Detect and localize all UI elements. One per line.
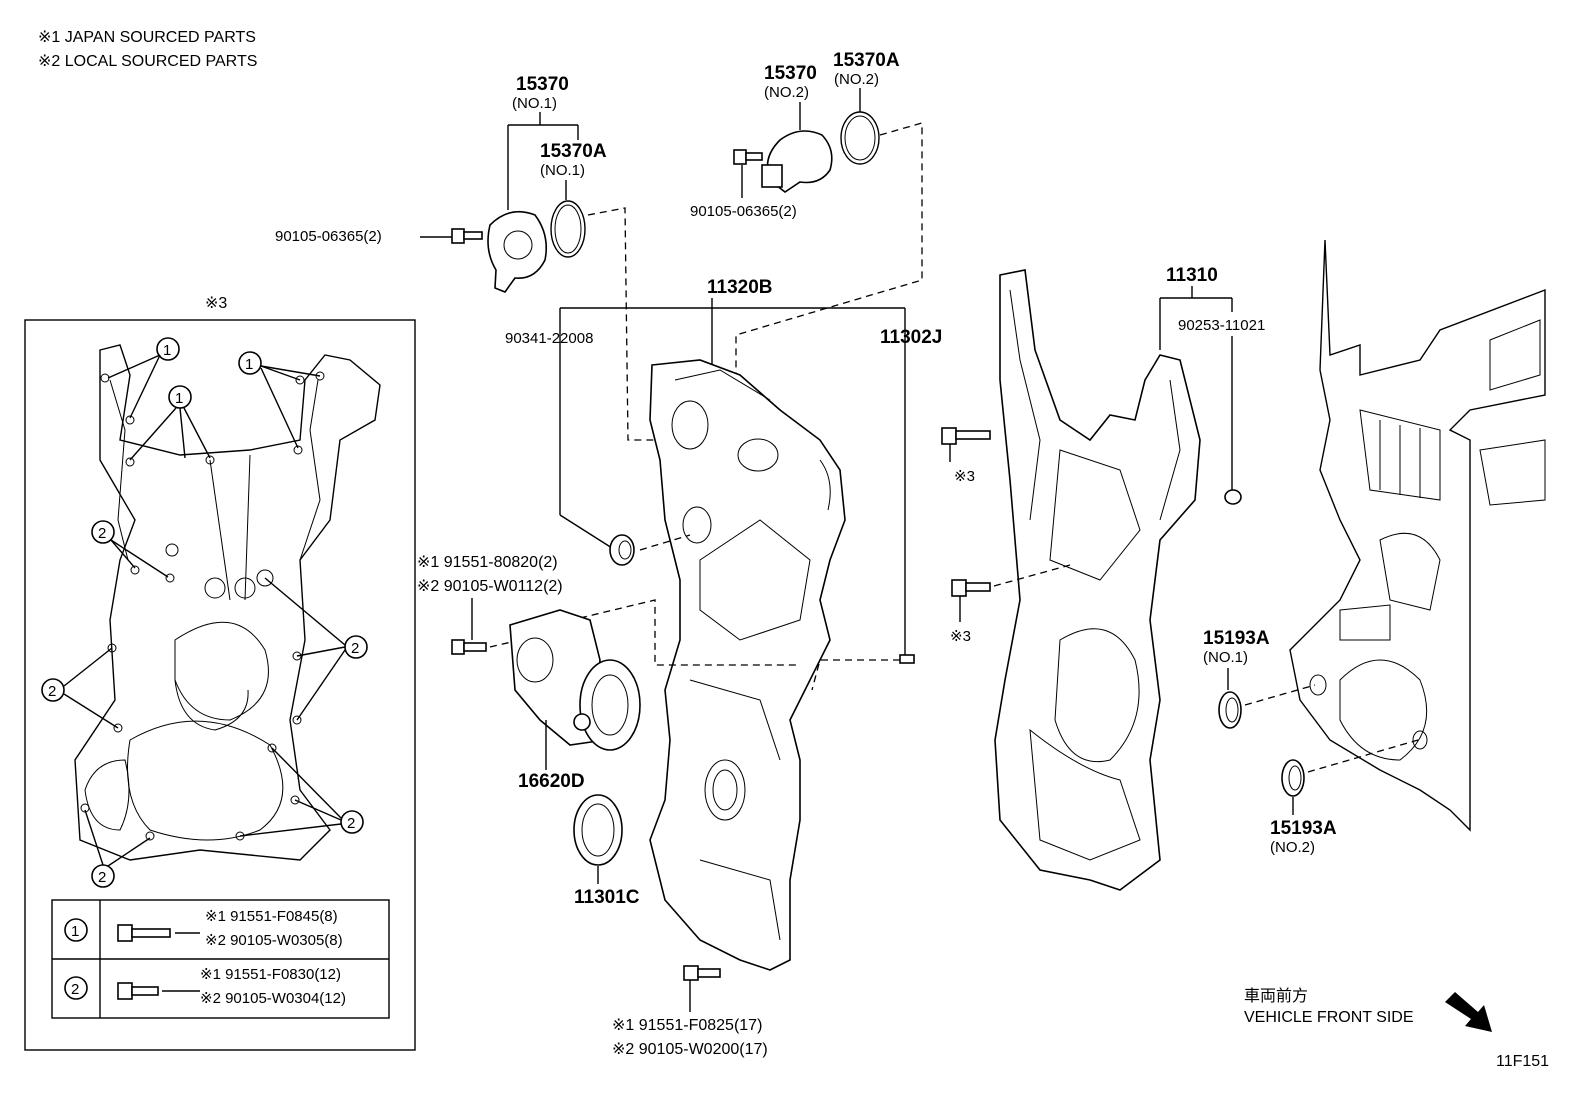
label-15370a-no2-sub: (NO.2) <box>834 71 879 88</box>
bolt-top-icon <box>733 149 763 165</box>
cam-position-sensor-no2 <box>761 130 833 193</box>
pin-11302j <box>899 654 915 664</box>
front-direction-arrow-icon <box>1445 992 1492 1032</box>
label-15370a-no2: 15370A <box>833 50 900 71</box>
legend-2-part-a: ※1 91551-F0830(12) <box>200 966 341 983</box>
legend-1-bolt-icon <box>117 924 200 942</box>
label-bottom-bolt-2: ※2 90105-W0200(17) <box>612 1041 768 1058</box>
label-90341-22008: 90341-22008 <box>505 330 593 347</box>
bolt-legend-table: 1 2 ※1 91551-F0845(8) ※2 90105-W0305(8) … <box>51 899 390 1019</box>
label-15370-no1-sub: (NO.1) <box>512 95 557 112</box>
label-11310: 11310 <box>1166 265 1218 286</box>
direction-label-en: VEHICLE FRONT SIDE <box>1244 1009 1414 1026</box>
inset-frame <box>24 319 416 1051</box>
legend-1-part-a: ※1 91551-F0845(8) <box>205 908 338 925</box>
legend-2-part-b: ※2 90105-W0304(12) <box>200 990 346 1007</box>
label-16620d: 16620D <box>518 771 585 792</box>
label-15370a-no1: 15370A <box>540 141 607 162</box>
note-japan-sourced: ※1 JAPAN SOURCED PARTS <box>38 29 256 46</box>
oil-seal-15193a-no1 <box>1218 691 1242 729</box>
o-ring-no1 <box>550 200 586 258</box>
direction-label-jp: 車両前方 <box>1244 987 1308 1005</box>
plate-bolt-lower <box>951 579 991 597</box>
label-11301c: 11301C <box>574 887 640 908</box>
legend-1-part-b: ※2 90105-W0305(8) <box>205 932 343 949</box>
bottom-bolt-icon <box>683 965 721 981</box>
label-15193a-no1-sub: (NO.1) <box>1203 649 1248 666</box>
plate-bolt-upper <box>941 427 991 445</box>
label-mark3-upper: ※3 <box>954 468 975 485</box>
pin-90253 <box>1224 489 1242 505</box>
label-90253-11021: 90253-11021 <box>1178 317 1265 334</box>
timing-cover-plate <box>994 269 1201 891</box>
chain-tensioner <box>509 609 641 751</box>
bolt-left-icon <box>451 228 483 244</box>
callout-2-upper-left: 2 <box>98 525 106 542</box>
oil-seal-15193a-no2 <box>1281 759 1305 797</box>
cam-position-sensor-no1 <box>487 210 548 293</box>
label-15193a-no2-sub: (NO.2) <box>1270 839 1315 856</box>
callout-2-left: 2 <box>48 683 56 700</box>
callout-2-group: 2 2 2 2 2 <box>41 520 368 888</box>
callout-1-right: 1 <box>245 356 253 373</box>
callout-1-center: 1 <box>175 390 183 407</box>
note-local-sourced: ※2 LOCAL SOURCED PARTS <box>38 53 257 70</box>
engine-block <box>1289 239 1546 832</box>
legend-2-bolt-icon <box>117 982 200 1000</box>
tensioner-bolt-icon <box>451 639 487 655</box>
callout-1-group: 1 1 1 <box>107 337 321 461</box>
label-mark3-lower: ※3 <box>950 628 971 645</box>
legend-1-number: 1 <box>71 923 79 940</box>
timing-cover-gasket <box>74 344 381 861</box>
label-15193a-no1: 15193A <box>1203 628 1270 649</box>
callout-2-right: 2 <box>351 640 359 657</box>
plug-90341 <box>609 534 635 566</box>
callout-2-bottom: 2 <box>98 869 106 886</box>
label-bottom-bolt-1: ※1 91551-F0825(17) <box>612 1017 762 1034</box>
figure-code: 11F151 <box>1496 1053 1549 1070</box>
label-15370-no2: 15370 <box>764 63 817 84</box>
label-15370a-no1-sub: (NO.1) <box>540 162 585 179</box>
label-15193a-no2: 15193A <box>1270 818 1337 839</box>
label-11302j: 11302J <box>880 327 942 348</box>
legend-2-number: 2 <box>71 981 79 998</box>
label-11320b: 11320B <box>707 277 773 298</box>
callout-1-top-left: 1 <box>163 342 171 359</box>
label-tensioner-bolt-2: ※2 90105-W0112(2) <box>417 578 563 595</box>
label-bolt-left: 90105-06365(2) <box>275 228 382 245</box>
label-bolt-top: 90105-06365(2) <box>690 203 797 220</box>
inset-mark: ※3 <box>205 295 227 312</box>
callout-2-lower-right: 2 <box>347 815 355 832</box>
oil-seal-11301c <box>573 794 623 866</box>
label-tensioner-bolt-1: ※1 91551-80820(2) <box>417 554 558 571</box>
o-ring-no2 <box>840 111 880 165</box>
label-15370-no1: 15370 <box>516 74 569 95</box>
label-15370-no2-sub: (NO.2) <box>764 84 809 101</box>
